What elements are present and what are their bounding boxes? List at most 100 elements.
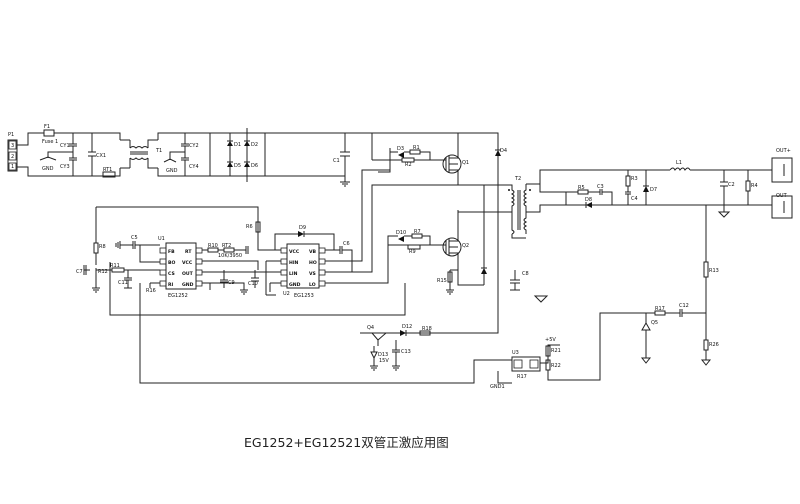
label-c1: C1 [333, 158, 340, 164]
transistor-q4: Q4 [367, 325, 387, 346]
label-d10: D10 [396, 230, 406, 236]
u1-pin-vcc: VCC [182, 260, 193, 266]
label-d8: D8 [585, 197, 592, 203]
label-r15: R15 [437, 278, 447, 284]
pin-3: 3 [11, 143, 14, 149]
label-r18: R18 [422, 326, 432, 332]
label-rt1: RT1 [103, 167, 112, 173]
mosfet-q2: Q2 [440, 237, 469, 257]
label-out-negative: OUT- [776, 193, 788, 199]
label-d3: D3 [397, 146, 404, 152]
u2-pin-lo: LO [309, 282, 316, 288]
label-cy4: CY4 [189, 164, 199, 170]
label-d13: D13 [378, 352, 388, 358]
label-r26: R26 [709, 342, 719, 348]
resistor-r13 [703, 261, 709, 278]
label-u3: U3 [512, 350, 519, 356]
label-u2: U2 [283, 291, 290, 297]
label-q5: Q5 [651, 320, 658, 326]
label-c3: C3 [597, 184, 604, 190]
resistor-r21 [545, 345, 551, 357]
u1-pin-ri: RI [168, 282, 174, 288]
label-q4: Q4 [367, 325, 374, 331]
resistor-r3 [625, 175, 631, 187]
optocoupler-u3: U3 R17 [511, 350, 541, 380]
label-r7: R7 [414, 229, 421, 235]
pin-2: 2 [11, 154, 14, 160]
u2-pin-vcc: VCC [289, 249, 300, 255]
label-d9: D9 [299, 225, 306, 231]
label-d1: D1 [234, 142, 241, 148]
resistor-r9 [407, 244, 421, 250]
label-d4: D4 [500, 148, 507, 154]
label-r17: R17 [655, 306, 665, 312]
label-gnd-1: GND [42, 166, 54, 172]
label-5v: +5V [545, 337, 556, 343]
label-r10: R10 [208, 243, 218, 249]
label-cy1: CY1 [60, 143, 70, 149]
u2-pin-vs: VS [309, 271, 316, 277]
ic-u1-eg1252: U1 FB BO CS RI RT VCC OUT GND EG1252 [158, 236, 203, 299]
u2-pin-ho: HO [309, 260, 317, 266]
bridge-rectifier: D1 D2 D5 D6 [227, 132, 266, 177]
label-c12: C12 [679, 303, 689, 309]
label-d6: D6 [251, 163, 258, 169]
label-r2: R2 [405, 162, 412, 168]
label-cx1: CX1 [96, 153, 106, 159]
thermistor-rt2 [223, 247, 235, 253]
transformer-t2: T2 [498, 176, 531, 235]
label-817: R17 [517, 374, 527, 380]
u1-pin-bo: BO [168, 260, 176, 266]
ic-u2-eg1253: U2 VCC HIN LIN GND VB HO VS LO EG1253 [280, 243, 326, 299]
label-c5: C5 [131, 235, 138, 241]
resistor-r10 [207, 247, 219, 253]
label-fuse: Fuse 1 [42, 139, 58, 145]
label-f1: F1 [44, 124, 50, 130]
label-r4: R4 [751, 183, 758, 189]
label-cy3: CY3 [60, 164, 70, 170]
label-d2: D2 [251, 142, 258, 148]
diagram-caption: EG1252+EG12521双管正激应用图 [244, 435, 449, 450]
thermistor-rt1 [102, 171, 116, 178]
output-terminal-positive [771, 157, 793, 183]
resistor-r4 [745, 180, 751, 192]
fuse-f1 [43, 129, 55, 137]
label-rt2-value: 10K/3950 [218, 253, 242, 259]
label-r22: R22 [551, 363, 561, 369]
pin-1: 1 [11, 164, 14, 170]
u1-pin-gnd: GND [182, 282, 194, 288]
label-q1: Q1 [462, 160, 469, 166]
label-zener-voltage: 15V [379, 358, 389, 364]
label-r6: R6 [246, 224, 253, 230]
label-c7: C7 [76, 269, 83, 275]
u1-pin-out: OUT [182, 271, 194, 277]
u2-pin-lin: LIN [289, 271, 298, 277]
label-eg1252: EG1252 [168, 293, 188, 299]
label-eg1253: EG1253 [294, 293, 314, 299]
label-u1: U1 [158, 236, 165, 242]
label-p1: P1 [8, 132, 14, 138]
label-gnd-2: GND [166, 168, 178, 174]
label-r16: R16 [146, 288, 156, 294]
label-t1: T1 [155, 148, 162, 154]
label-d12: D12 [402, 324, 412, 330]
label-cy2: CY2 [189, 143, 199, 149]
label-q2: Q2 [462, 243, 469, 249]
label-r12: R12 [98, 269, 108, 275]
label-c8: C8 [522, 271, 529, 277]
label-gnd1: GND1 [490, 384, 505, 390]
label-d5: D5 [234, 163, 241, 169]
label-c6: C6 [343, 241, 350, 247]
label-rt2: RT2 [222, 243, 231, 249]
u1-pin-fb: FB [168, 249, 175, 255]
label-r8: R8 [99, 244, 106, 250]
label-t2: T2 [514, 176, 521, 182]
choke-t1: T1 [120, 139, 162, 169]
resistor-r26 [703, 339, 709, 351]
label-r11: R11 [110, 263, 120, 269]
label-c10: C10 [248, 281, 258, 287]
label-l1: L1 [676, 160, 682, 166]
u2-pin-vb: VB [309, 249, 317, 255]
label-r3: R3 [631, 176, 638, 182]
